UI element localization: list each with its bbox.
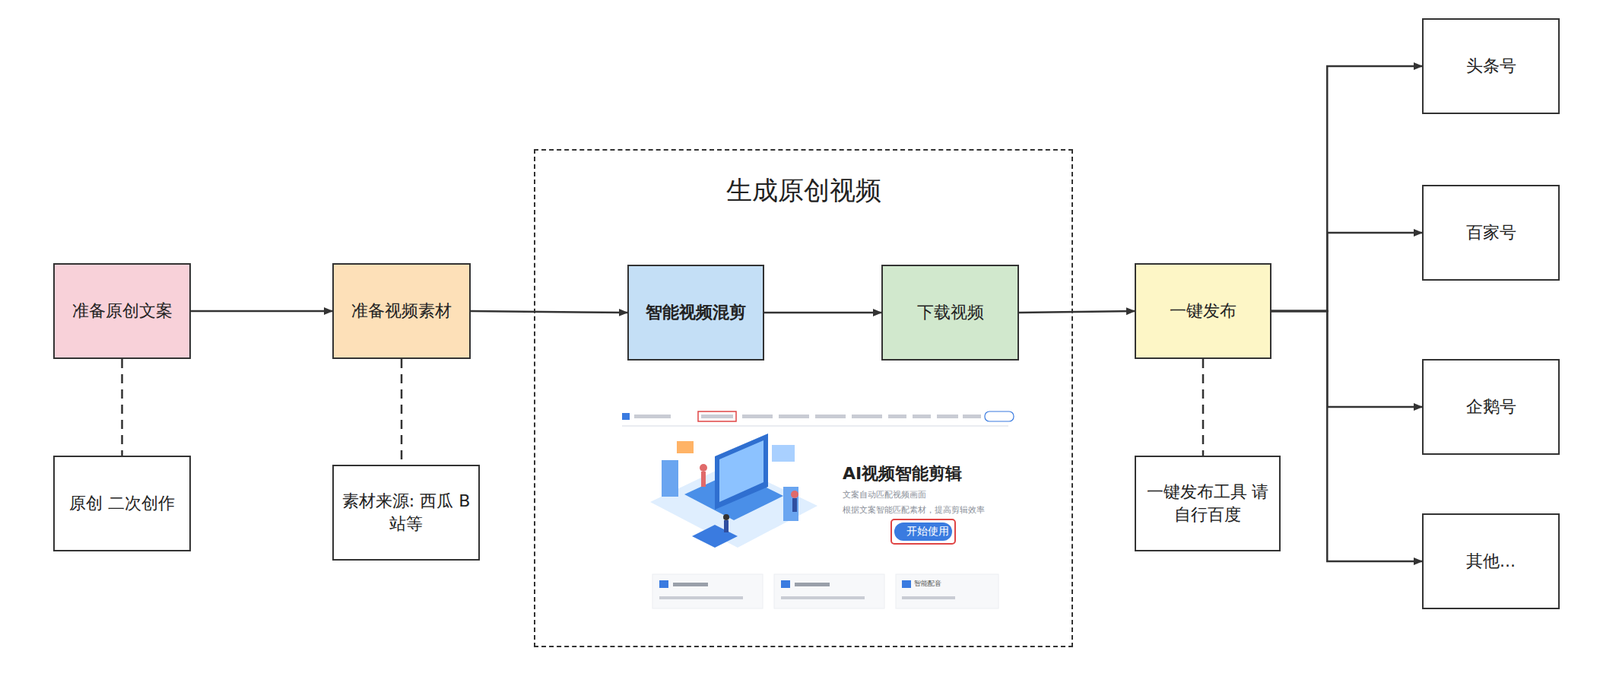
screenshot-bg — [619, 403, 1011, 613]
process-box: 一键发布工具 请自行百度 — [1134, 455, 1281, 552]
dashed-leader — [400, 358, 404, 465]
box-label: 智能视频混剪 — [639, 301, 753, 324]
flow-arrow — [190, 310, 333, 313]
flow-arrow — [1271, 66, 1423, 312]
box-label: 原创 二次创作 — [63, 492, 181, 515]
flow-arrow — [1019, 311, 1135, 313]
button-text: 开始使用 — [906, 524, 950, 539]
process-box: 准备原创文案 — [53, 263, 191, 359]
process-box: 百家号 — [1422, 184, 1560, 281]
box-label: 头条号 — [1460, 54, 1523, 78]
box-label: 一键发布工具 请自行百度 — [1136, 480, 1280, 526]
process-box: 原创 二次创作 — [53, 455, 191, 552]
process-box: 企鹅号 — [1422, 358, 1560, 455]
process-box: 素材来源: 西瓜 B站等 — [332, 464, 480, 561]
box-label: 百家号 — [1460, 221, 1523, 245]
flow-arrow — [470, 311, 628, 313]
process-box: 头条号 — [1422, 18, 1560, 115]
box-label: 一键发布 — [1163, 299, 1243, 323]
box-label: 其他... — [1460, 549, 1522, 573]
process-box: 准备视频素材 — [332, 263, 471, 359]
flow-arrow — [1271, 311, 1423, 407]
group-title: 生成原创视频 — [720, 173, 888, 209]
feature-cards — [652, 574, 999, 609]
process-box: 智能视频混剪 — [627, 264, 765, 361]
dashed-leader — [1202, 358, 1205, 456]
subtitle: 文案自动匹配视频画面 — [842, 488, 927, 501]
start-button — [894, 522, 953, 541]
group-frame: 生成原创视频智能视频混剪 下载视频 — [533, 149, 1074, 648]
box-label: 下载视频 — [911, 301, 991, 324]
flow-arrow — [1271, 232, 1423, 312]
card-title: 智能配音 — [914, 578, 942, 589]
box-label: 准备视频素材 — [345, 299, 458, 323]
nav-divider — [622, 425, 1009, 427]
flow-arrow — [1271, 311, 1423, 562]
headline: AI视频智能剪辑 — [842, 462, 962, 486]
nav-items — [622, 411, 1014, 422]
box-label: 素材来源: 西瓜 B站等 — [333, 489, 479, 535]
box-label: 准备原创文案 — [66, 299, 179, 323]
dashed-leader — [120, 358, 124, 456]
subtitle: 根据文案智能匹配素材，提高剪辑效率 — [842, 504, 985, 516]
flow-arrow — [764, 311, 882, 315]
process-box: 下载视频 — [881, 264, 1020, 361]
button-highlight — [891, 519, 956, 544]
box-label: 企鹅号 — [1460, 395, 1523, 419]
process-box: 其他... — [1422, 513, 1560, 610]
process-box: 一键发布 — [1134, 263, 1272, 359]
laptop-illustration — [650, 433, 818, 548]
